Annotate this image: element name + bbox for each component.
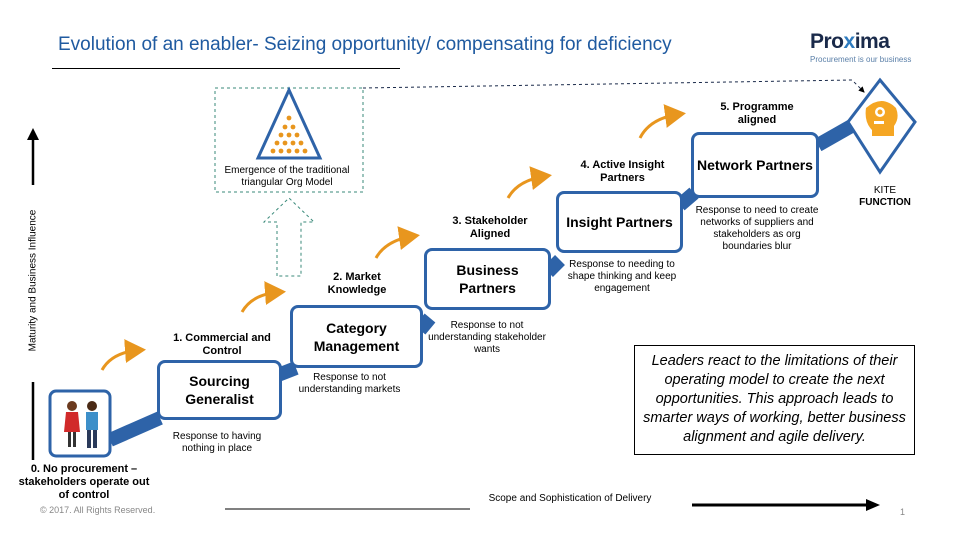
stage-5-label: 5. Programme aligned [720,101,794,126]
connector-0-1 [107,411,163,447]
org-model-caption: Emergence of the traditional triangular … [224,165,350,188]
box-category-management: Category Management [290,305,423,368]
logo-word-b: ima [854,30,890,53]
copyright-text: © 2017. All Rights Reserved. [40,505,156,515]
logo-wordmark: Proxima [810,30,920,54]
orange-arrow-2 [240,281,286,313]
y-axis-arrowhead-icon [27,128,39,140]
person-body-icon [86,412,98,430]
page-number: 1 [900,507,906,517]
stage-4-label: 4. Active Insight Partners [580,159,665,184]
logo-word-a: Pro [810,30,844,53]
page-title: Evolution of an enabler- Seizing opportu… [58,34,672,55]
proxima-logo: Proxima Procurement is our business [810,30,920,64]
head-gear-icon [865,101,898,136]
org-triangle-icon [255,86,323,160]
stage-1-response: Response to having nothing in place [172,431,262,454]
stage-2-response: Response to not understanding markets [298,372,401,395]
stage-5-response: Response to need to create networks of s… [695,205,819,252]
dashed-arrow-to-kite [362,79,865,93]
kite-function-label: KITE FUNCTION [850,185,920,209]
stage-0-label: 0. No procurement – stakeholders operate… [18,463,150,501]
x-axis [225,499,880,511]
orange-arrow-1 [100,339,146,371]
leaders-quote-box: Leaders react to the limitations of thei… [634,345,915,455]
stage-3-label: 3. Stakeholder Aligned [452,215,528,240]
person-head-icon [87,401,97,411]
stage-3-response: Response to not understanding stakeholde… [428,320,546,355]
logo-tagline: Procurement is our business [810,55,912,64]
y-axis [27,128,39,460]
box-business-partners: Business Partners [424,248,551,310]
stage-1-label: 1. Commercial and Control [173,332,271,357]
org-model-illustration [214,86,364,277]
orange-arrows [100,104,686,371]
orange-arrow-3 [374,226,420,259]
hollow-up-arrow-icon [262,197,316,277]
stage-4-response: Response to needing to shape thinking an… [567,259,677,294]
orange-arrow-5 [638,104,686,139]
stage-2-label: 2. Market Knowledge [327,271,387,296]
person-body-icon [64,412,80,432]
org-people-icon [270,115,308,154]
box-network-partners: Network Partners [691,132,819,198]
box-insight-partners: Insight Partners [556,191,683,253]
x-axis-label: Scope and Sophistication of Delivery [488,493,652,504]
y-axis-label: Maturity and Business Influence [27,209,39,352]
kite-function-icon [846,77,917,175]
box-sourcing-generalist: Sourcing Generalist [157,360,282,420]
orange-arrow-4 [506,166,552,199]
person-head-icon [67,401,77,411]
no-procurement-icon [48,389,112,458]
kite-label-line2: FUNCTION [859,197,911,208]
title-underline [52,68,400,69]
x-axis-arrowhead-icon [866,499,880,511]
logo-word-x: x [843,30,856,53]
kite-label-line1: KITE [873,185,897,196]
